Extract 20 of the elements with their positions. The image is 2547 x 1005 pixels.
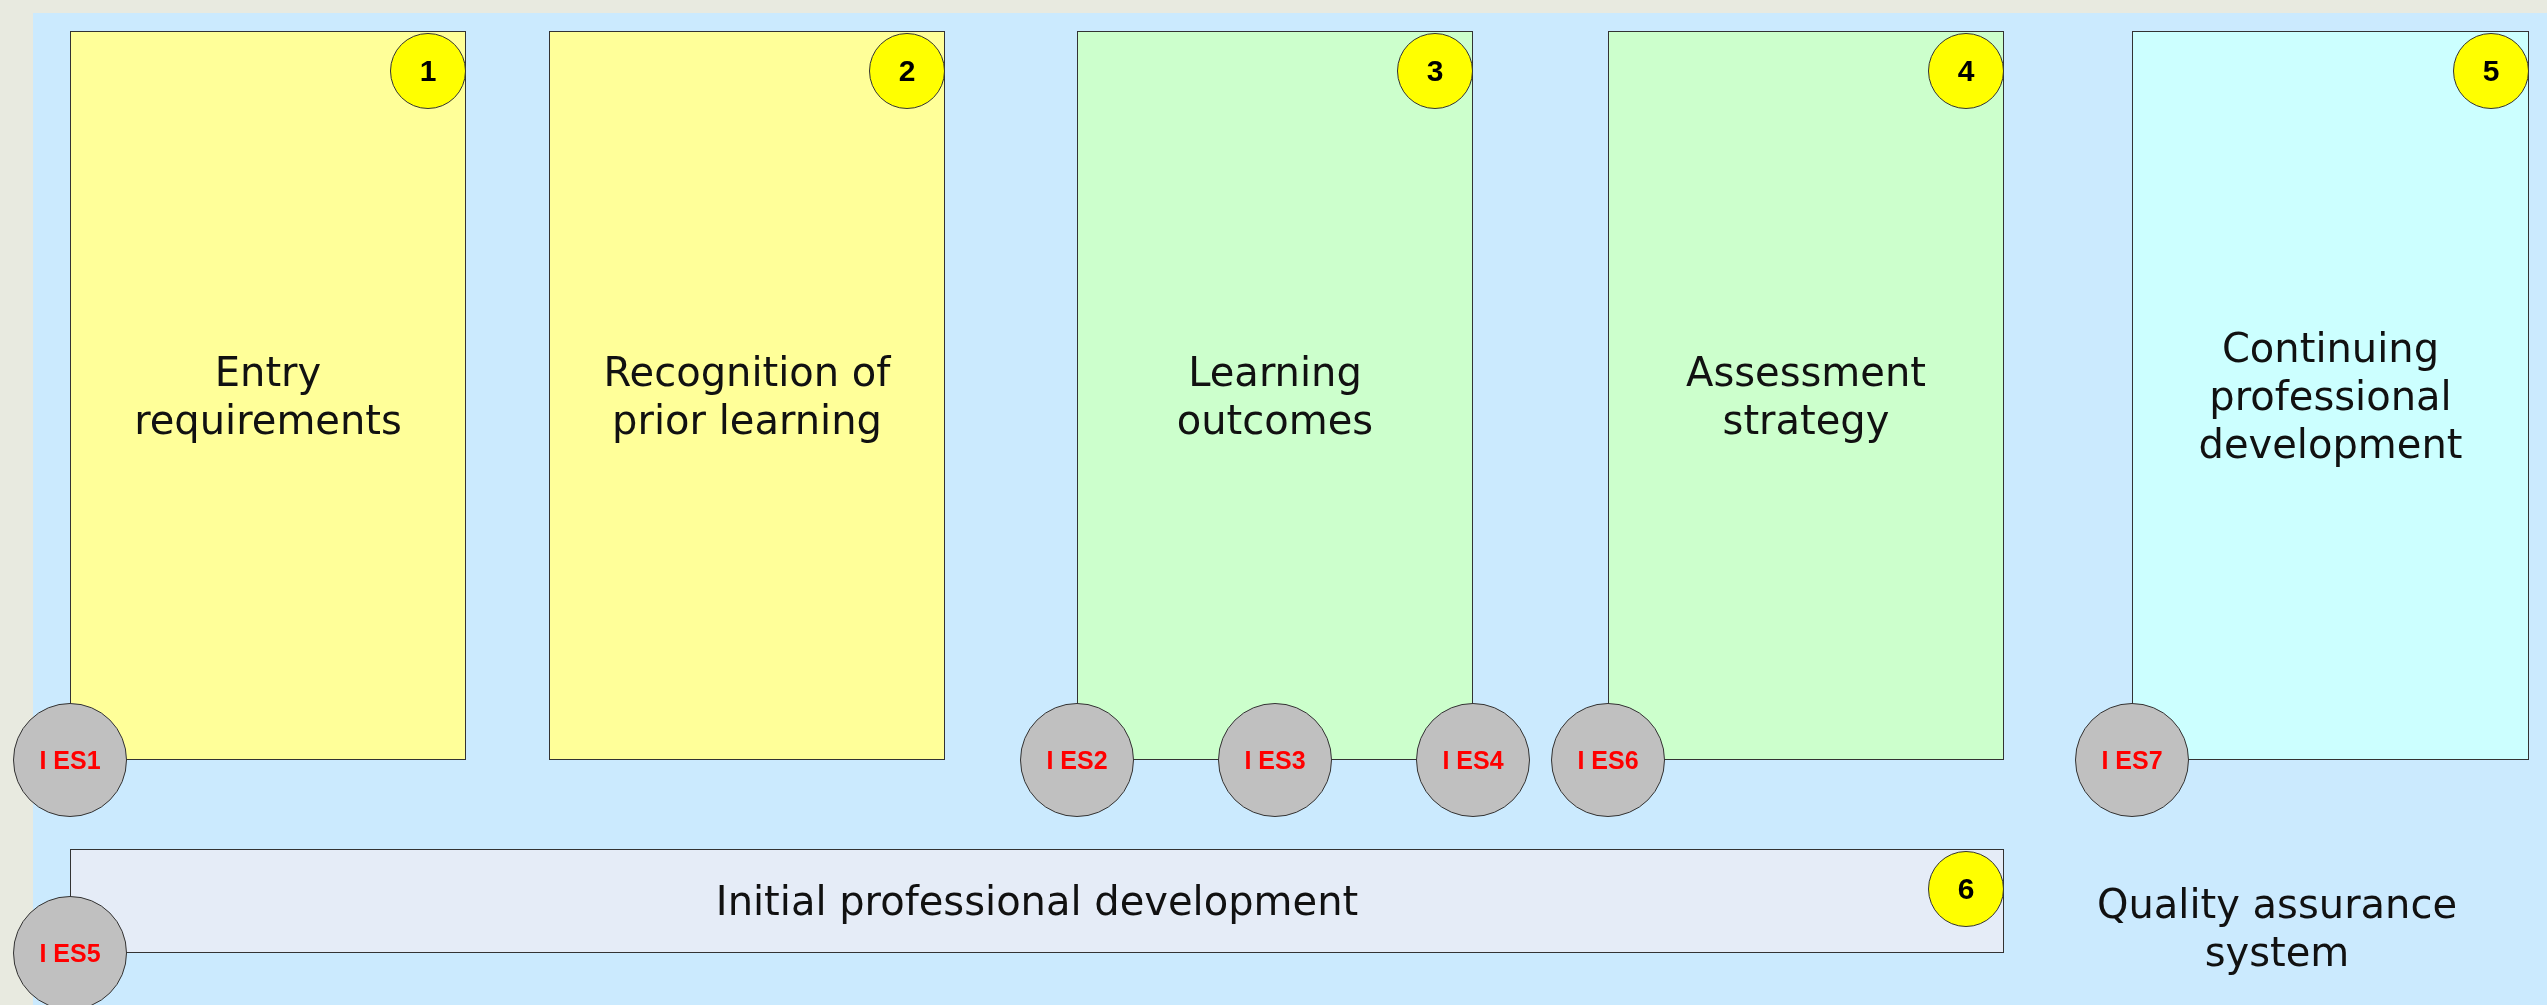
number-badge: 4 (1928, 33, 2004, 109)
standard-badge: I ES4 (1416, 703, 1530, 817)
stage-label: Entry requirements (133, 347, 403, 444)
standard-badge: I ES5 (13, 896, 127, 1005)
standard-badge: I ES7 (2075, 703, 2189, 817)
stage-box (549, 31, 945, 760)
number-badge: 1 (390, 33, 466, 109)
stage-label: Assessment strategy (1685, 347, 1927, 444)
number-badge: 6 (1928, 851, 2004, 927)
number-badge: 5 (2453, 33, 2529, 109)
stage-label: Continuing professional development (2197, 323, 2464, 468)
stage-label: Initial professional development (714, 877, 1360, 925)
standard-badge: I ES6 (1551, 703, 1665, 817)
number-badge: 2 (869, 33, 945, 109)
number-badge: 3 (1397, 33, 1473, 109)
stage-label: Recognition of prior learning (602, 347, 892, 444)
stage-label: Learning outcomes (1175, 347, 1375, 444)
standard-badge: I ES2 (1020, 703, 1134, 817)
panel-title: Quality assurance system (2095, 880, 2459, 976)
standard-badge: I ES1 (13, 703, 127, 817)
